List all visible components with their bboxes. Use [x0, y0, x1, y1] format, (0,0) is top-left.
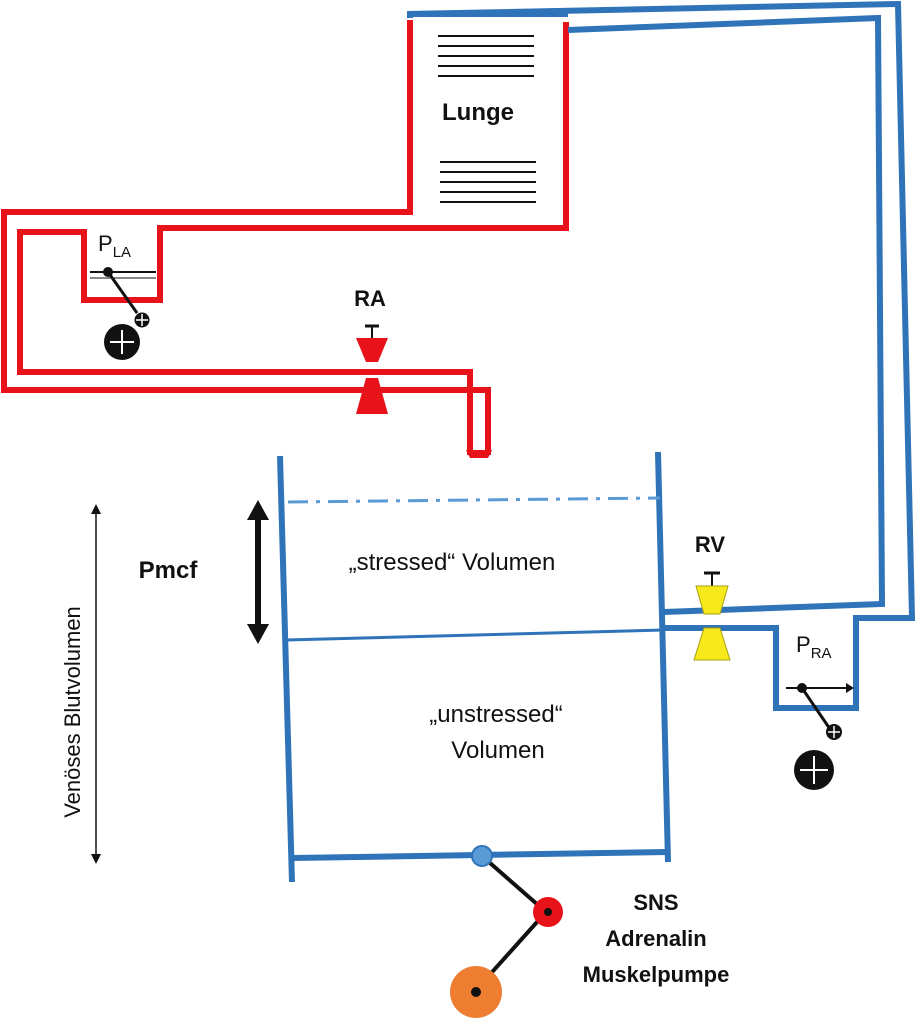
- ra-valve: RA: [354, 286, 388, 414]
- lung-lines-top: [438, 35, 534, 77]
- pmcf-label: Pmcf: [139, 557, 199, 584]
- pra-subscript: RA: [811, 645, 832, 662]
- sns-label: SNS: [633, 890, 678, 915]
- venous-pipe-inner: [567, 14, 886, 615]
- pla-lever: [106, 271, 144, 321]
- pra-lever: [800, 687, 834, 733]
- arterial-circuit: [1, 20, 569, 458]
- arterial-outlet: [466, 450, 492, 458]
- venous-volume-label: Venöses Blutvolumen: [60, 606, 85, 818]
- reservoir-left-wall: [277, 455, 295, 883]
- stressed-volume-label: „stressed“ Volumen: [349, 549, 556, 576]
- unstressed-volume-label-2: Volumen: [451, 737, 544, 764]
- svg-text:PRA: PRA: [796, 632, 832, 662]
- rv-label: RV: [695, 532, 725, 557]
- pump-lever-upper: [480, 854, 548, 914]
- venous-reservoir: „stressed“ Volumen „unstressed“ Volumen: [277, 451, 671, 883]
- rv-valve: RV: [693, 532, 731, 661]
- pump-joint: [471, 845, 493, 867]
- svg-text:PLA: PLA: [98, 231, 131, 261]
- stressed-unstressed-boundary: [285, 628, 665, 642]
- lung-lines-bottom: [440, 161, 536, 203]
- stressed-upper-level: [287, 496, 661, 504]
- pla-label: P: [98, 231, 113, 256]
- venous-volume-indicator: Venöses Blutvolumen: [60, 504, 101, 864]
- venous-circuit: [407, 0, 916, 711]
- lung-label: Lunge: [442, 99, 514, 126]
- pump-mechanism: SNS Adrenalin Muskelpumpe: [450, 845, 730, 1018]
- pra-chamber: PRA: [786, 632, 854, 790]
- lung: Lunge: [412, 18, 564, 214]
- pla-chamber: PLA: [90, 231, 156, 360]
- arterial-pipe-inner: [17, 22, 569, 455]
- muskelpumpe-label: Muskelpumpe: [583, 962, 730, 987]
- pra-label: P: [796, 632, 811, 657]
- ra-label: RA: [354, 286, 386, 311]
- reservoir-right-wall: [655, 451, 671, 863]
- pla-subscript: LA: [113, 244, 131, 261]
- pmcf-indicator: Pmcf: [139, 500, 269, 644]
- unstressed-volume-label-1: „unstressed“: [429, 701, 562, 728]
- adrenalin-label: Adrenalin: [605, 926, 706, 951]
